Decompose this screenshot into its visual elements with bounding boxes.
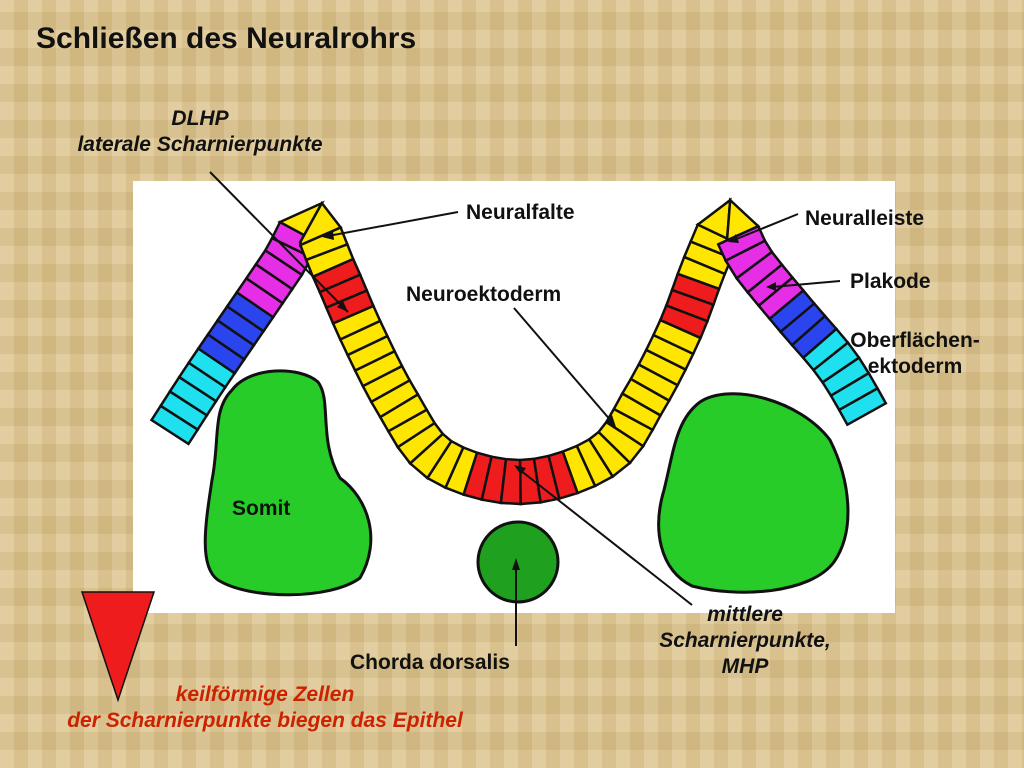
notochord <box>476 520 560 604</box>
label-oberflaechen-line1: Oberflächen- <box>850 329 980 352</box>
label-dlhp-line2: laterale Scharnierpunkte <box>77 133 323 156</box>
label-neuralleiste: Neuralleiste <box>805 207 925 230</box>
somite-left <box>203 369 373 597</box>
caption-line1: keilförmige Zellen <box>175 683 355 706</box>
slide-title: Schließen des Neuralrohrs <box>36 22 417 55</box>
label-chorda: Chorda dorsalis <box>350 651 510 674</box>
label-dlhp-line1: DLHP <box>171 107 229 130</box>
neural-plate-epithelium <box>149 197 888 506</box>
wedge-cell-symbol <box>80 591 156 703</box>
label-mhp-line3: MHP <box>721 655 769 678</box>
label-mhp: mittlere Scharnierpunkte, MHP <box>630 602 860 680</box>
somite-right <box>657 392 850 594</box>
caption: keilförmige Zellen der Scharnierpunkte b… <box>10 682 520 734</box>
label-oberflaechen-line2: ektoderm <box>867 355 963 378</box>
label-neuroektoderm: Neuroektoderm <box>406 283 562 306</box>
label-mhp-line2: Scharnierpunkte, <box>659 629 831 652</box>
label-plakode: Plakode <box>850 270 931 293</box>
label-neuralfalte: Neuralfalte <box>466 201 575 224</box>
label-mhp-line1: mittlere <box>707 603 783 626</box>
label-dlhp: DLHP laterale Scharnierpunkte <box>40 106 360 158</box>
caption-line2: der Scharnierpunkte biegen das Epithel <box>67 709 463 732</box>
pointer-lines <box>209 171 841 646</box>
epithelial-cell <box>837 386 888 427</box>
label-somit: Somit <box>232 497 291 520</box>
label-oberflaechenektoderm: Oberflächen- ektoderm <box>830 328 1000 380</box>
